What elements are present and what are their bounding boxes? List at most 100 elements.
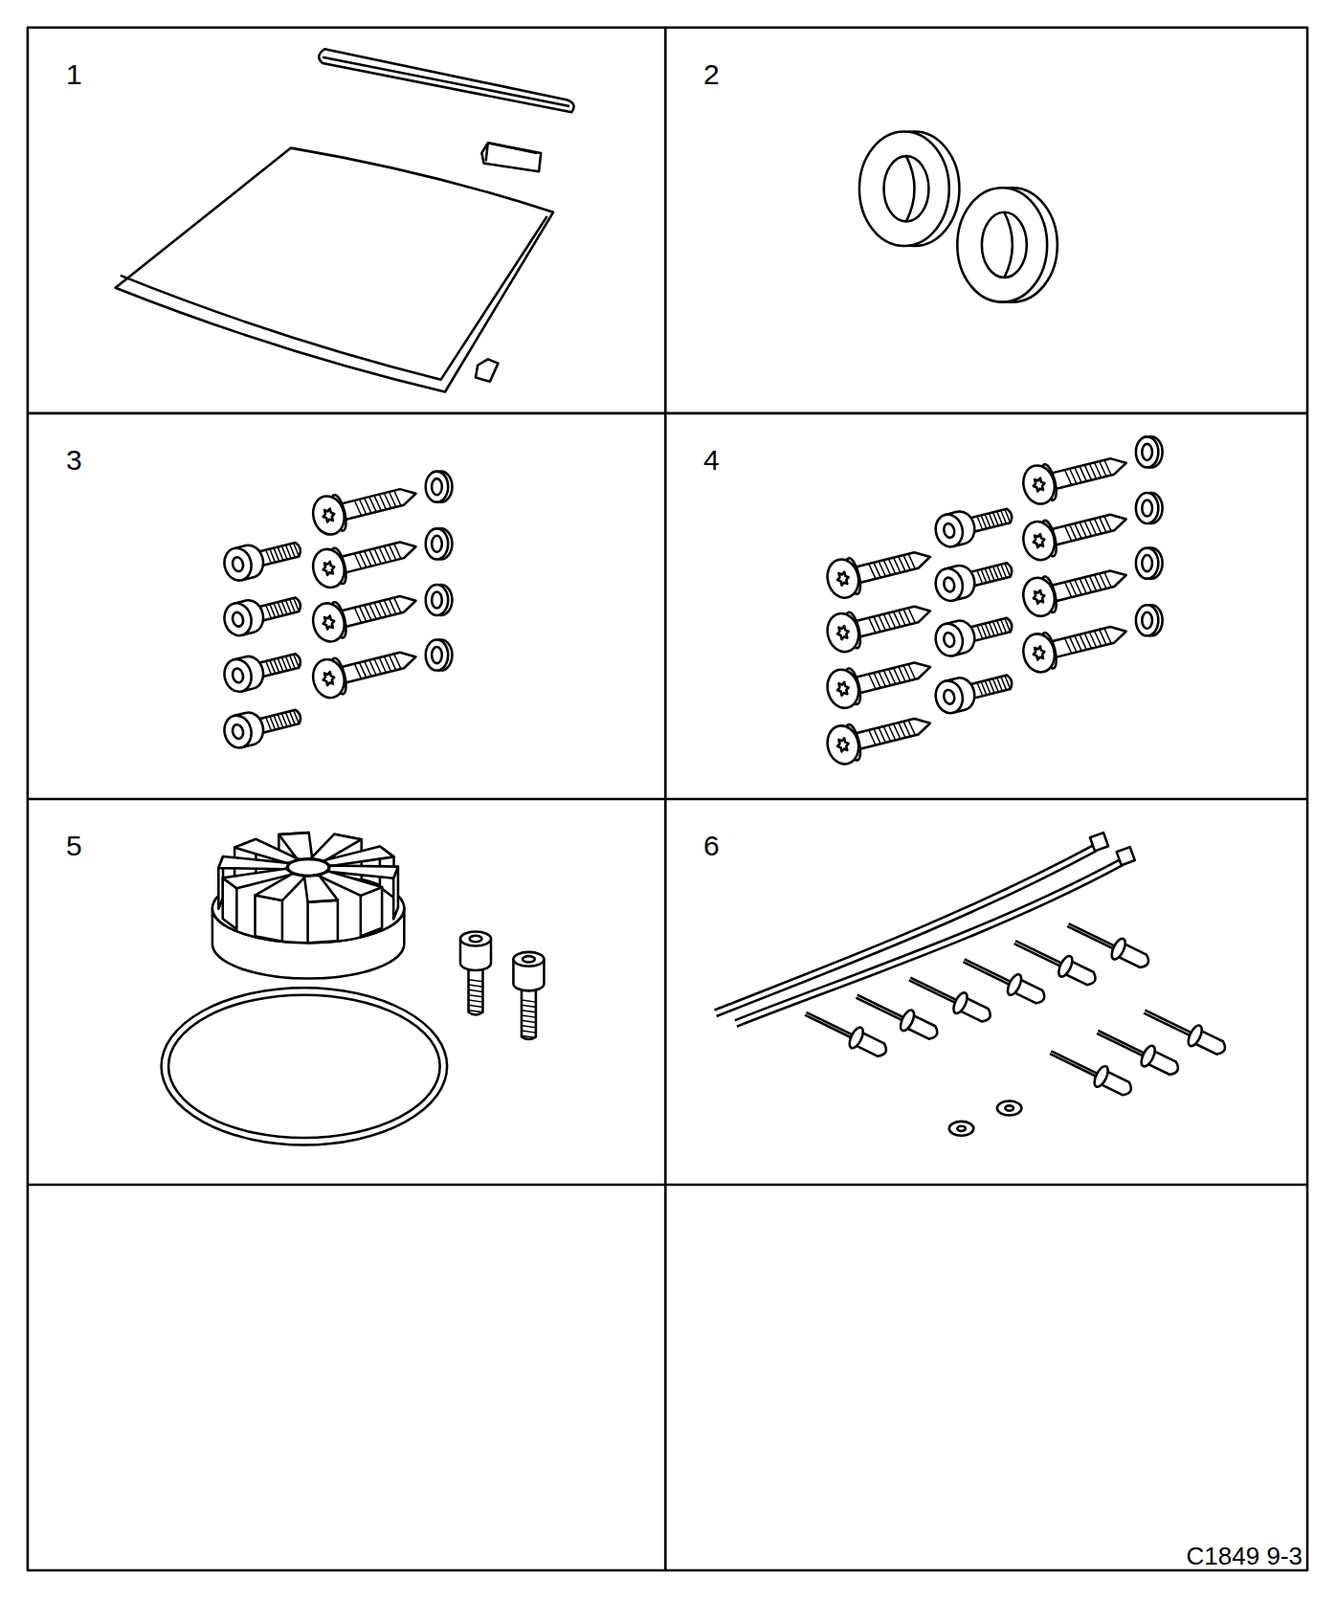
rivet-mandrel <box>1015 940 1064 964</box>
screw-shank <box>1048 511 1129 546</box>
thread <box>1104 515 1112 533</box>
head-face <box>221 712 255 752</box>
tie-rivet-kit <box>714 832 1230 1136</box>
washer-hole <box>1141 555 1153 572</box>
ring-front <box>957 187 1047 302</box>
coupling-tooth <box>255 873 307 942</box>
rivet-mandrel <box>804 1015 853 1039</box>
rivet-mandrel <box>964 958 1013 982</box>
washer-face <box>949 1121 975 1136</box>
blind-rivet <box>958 950 1049 1010</box>
parts-cell: 5 <box>27 799 666 1185</box>
hex-socket <box>231 667 245 684</box>
washer-hole <box>1141 444 1153 461</box>
screw-head <box>309 656 349 702</box>
thread <box>521 1004 536 1007</box>
washer <box>1135 604 1163 636</box>
torx-screw <box>309 581 421 646</box>
screw-head <box>309 545 349 591</box>
grid-line <box>27 412 1308 416</box>
parts-cell: 1 <box>27 27 666 414</box>
thread <box>394 542 401 559</box>
torx-screw <box>309 528 421 592</box>
torx-socket <box>1031 589 1047 604</box>
thread <box>521 1020 536 1023</box>
parts-cell: 4 <box>665 413 1308 800</box>
rivet-mandrel <box>1097 1030 1146 1054</box>
washer <box>425 584 453 616</box>
thread <box>908 553 915 570</box>
head-face <box>932 512 966 551</box>
screw-shank <box>338 648 419 684</box>
tie-strap <box>736 865 1123 1026</box>
socket-bolt <box>221 644 305 695</box>
screw-shank <box>852 549 933 584</box>
strip-edge <box>322 57 570 107</box>
rivet-mandrel <box>910 978 958 1002</box>
washer-face <box>425 584 448 616</box>
rivet-flange <box>1185 1023 1205 1048</box>
torx-socket <box>836 571 851 586</box>
washer-hole <box>431 535 443 553</box>
blind-rivet <box>851 985 942 1046</box>
head-top <box>460 932 491 947</box>
washer-face <box>1135 492 1158 524</box>
seal-rings <box>859 132 1058 303</box>
glass-edge <box>120 216 548 380</box>
thread <box>1104 571 1112 588</box>
rivet-mandrel <box>1050 1050 1099 1074</box>
callout-number: 2 <box>703 60 720 90</box>
thread <box>521 1000 536 1002</box>
torx-socket <box>1031 645 1047 661</box>
screw-shank <box>1048 623 1129 658</box>
rivet-mandrel <box>909 979 958 1003</box>
head-face <box>221 600 255 639</box>
thread <box>1004 618 1011 633</box>
callout-number: 1 <box>66 60 83 90</box>
thread <box>394 597 401 614</box>
spacer-block <box>475 358 498 381</box>
hex-socket <box>231 556 245 573</box>
head-face <box>932 565 966 604</box>
thread <box>521 1030 536 1033</box>
thread <box>908 607 915 624</box>
torx-socket <box>1031 477 1047 492</box>
thread <box>468 1010 484 1013</box>
thread <box>1004 675 1011 691</box>
rivet-mandrel <box>1145 1010 1194 1034</box>
washer-hole <box>431 646 443 664</box>
hex-socket <box>522 956 535 962</box>
thread <box>468 1000 484 1002</box>
hex-socket <box>231 611 245 628</box>
hex-socket <box>942 689 957 706</box>
rivet-mandrel <box>1014 943 1063 967</box>
socket-bolt <box>512 952 544 1040</box>
ring-hole <box>884 155 930 222</box>
rivet-mandrel <box>805 1012 854 1036</box>
washer-hole <box>1141 500 1153 517</box>
rivet-flange <box>1109 936 1129 962</box>
socket-bolt <box>221 700 305 752</box>
thread <box>521 1025 536 1028</box>
washer <box>425 640 453 671</box>
socket-bolt <box>221 587 305 639</box>
screw-shank <box>1048 455 1129 490</box>
blind-rivet <box>1046 1042 1136 1102</box>
rivet-flange <box>951 990 971 1016</box>
parts-cell: 2 <box>665 27 1308 414</box>
rivet-flange <box>1138 1044 1158 1069</box>
blind-rivet <box>1092 1021 1183 1081</box>
thread <box>293 710 300 725</box>
tie-head <box>1090 832 1109 851</box>
moulding-strip <box>318 48 574 112</box>
fastener-kit <box>221 471 453 752</box>
callout-number: 4 <box>703 445 720 475</box>
tie-strap <box>734 859 1121 1021</box>
callout-number: 6 <box>703 831 720 861</box>
thread <box>1004 562 1011 578</box>
torx-screw <box>1019 612 1131 676</box>
washer-face <box>1135 436 1158 468</box>
small-washer <box>949 1121 975 1136</box>
tooth-top <box>255 873 307 901</box>
tooth-top <box>304 875 338 903</box>
